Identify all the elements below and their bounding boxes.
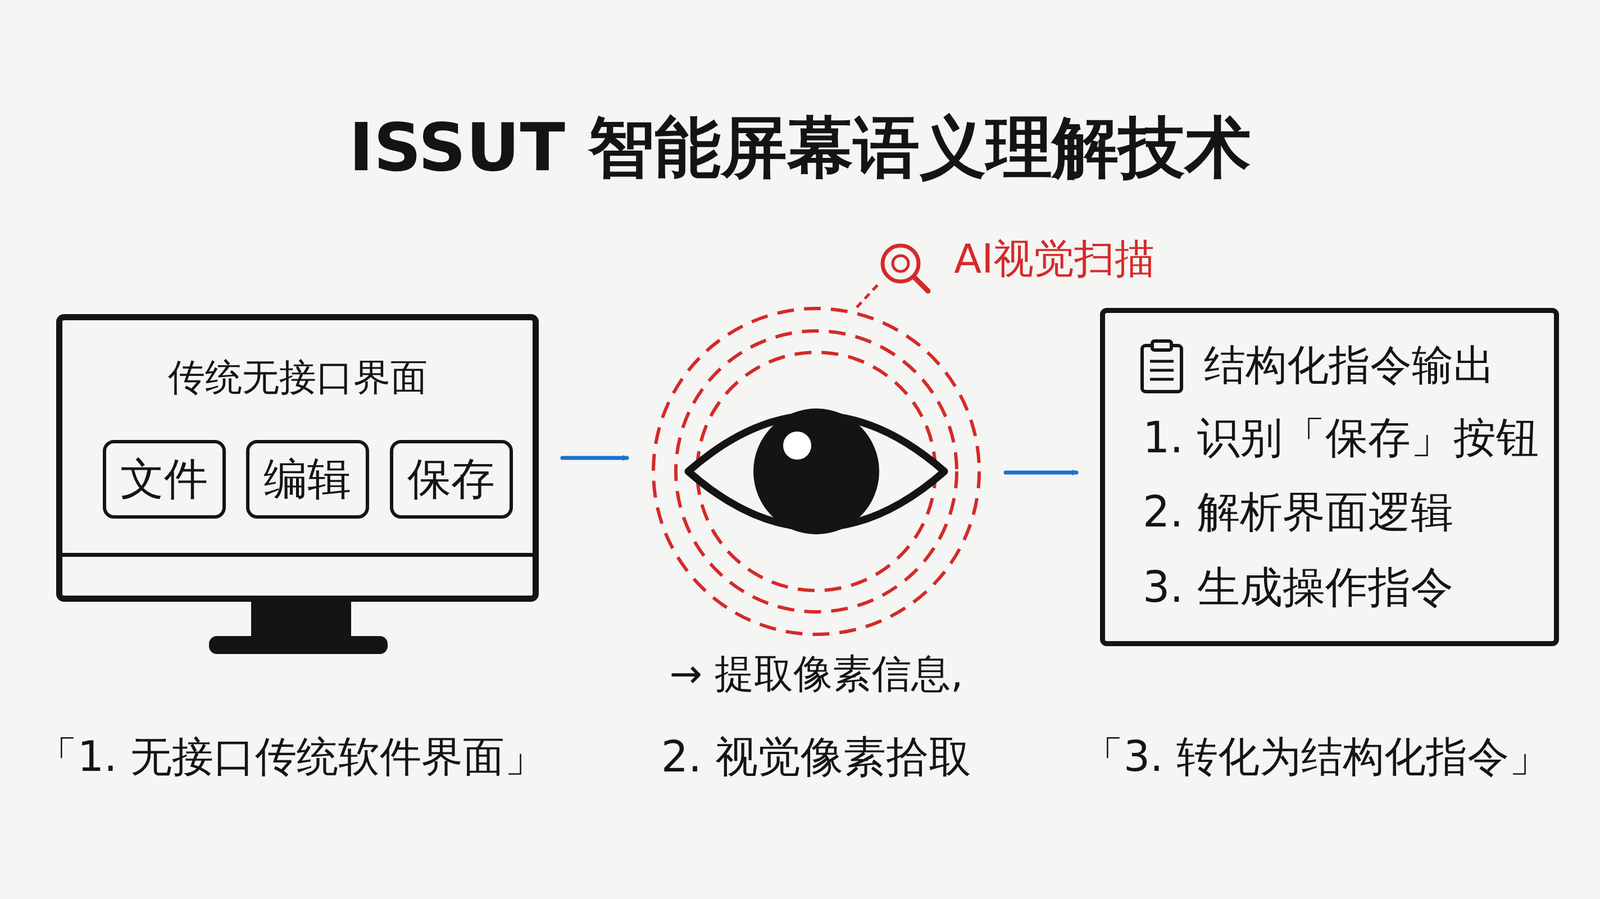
button-label: 文件	[120, 453, 208, 505]
box-heading: 结构化指令输出	[1203, 341, 1495, 389]
menu-button: 文件	[102, 439, 226, 519]
caption-label: → 提取像素信息,	[669, 651, 963, 697]
output-box: 结构化指令输出 1. 识别「保存」按钮 2. 解析界面逻辑 3. 生成操作指令	[1100, 307, 1559, 647]
clipboard-icon	[1137, 338, 1189, 395]
flow-arrow	[1005, 470, 1077, 475]
monitor-base	[208, 635, 388, 654]
flow-arrow	[562, 456, 627, 461]
title: ISSUT 智能屏幕语义理解技术	[348, 109, 1252, 186]
eye-highlight	[782, 430, 813, 461]
scan-ring	[653, 308, 980, 635]
scan-ring	[675, 330, 957, 612]
pupil	[753, 408, 880, 535]
magnifier-handle	[914, 276, 929, 292]
menu-button: 保存	[389, 439, 513, 519]
screen-heading: 传统无接口界面	[167, 356, 428, 399]
list-item: 2. 解析界面逻辑	[1142, 487, 1454, 536]
menu-button: 编辑	[246, 439, 370, 519]
leader-line	[856, 282, 880, 308]
monitor-chin	[62, 552, 533, 557]
list-item: 3. 生成操作指令	[1142, 562, 1454, 612]
vision-eye: AI视觉扫描	[650, 305, 983, 638]
button-label: 保存	[407, 453, 495, 505]
list-item: 1. 识别「保存」按钮	[1142, 412, 1539, 462]
caption-label: 「1. 无接口传统软件界面」	[35, 732, 547, 781]
scan-label: AI视觉扫描	[953, 235, 1156, 283]
button-label: 编辑	[263, 453, 352, 505]
magnifier-lens	[892, 255, 909, 272]
monitor-neck	[251, 600, 352, 640]
eye-outline	[650, 305, 983, 638]
caption-label: 2. 视觉像素拾取	[661, 732, 972, 781]
monitor-screen: 传统无接口界面文件 编辑 保存	[56, 314, 539, 602]
caption-label: 「3. 转化为结构化指令」	[1082, 732, 1551, 781]
